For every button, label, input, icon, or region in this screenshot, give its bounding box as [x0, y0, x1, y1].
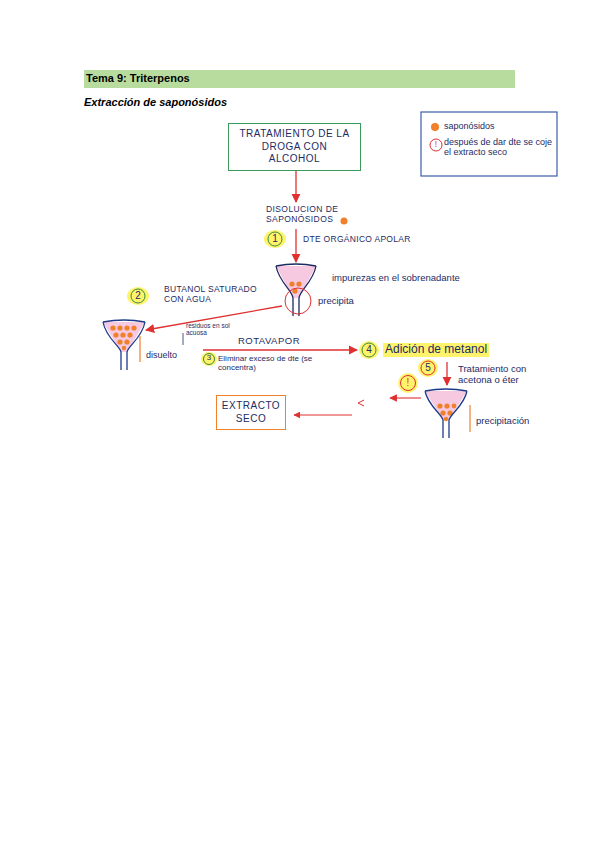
legend-text: saponósidos: [444, 121, 552, 131]
title-bar: Tema 9: Triterpenos: [84, 70, 515, 88]
title-text: Tema 9: Triterpenos: [84, 70, 515, 86]
flow-note: Eliminar exceso de dte (se concentra): [218, 354, 318, 372]
warning-mark: !: [401, 377, 415, 389]
flow-note: BUTANOL SATURADO CON AGUA: [164, 285, 274, 305]
legend-swatch: [431, 123, 439, 131]
flow-note: Tratamiento con acetona o éter: [458, 364, 550, 386]
box-text: EXTRACTO SECO: [222, 400, 280, 425]
annotation: precipita: [318, 296, 368, 307]
legend-text: después de dar dte se coje el extracto s…: [444, 137, 554, 158]
warning-mark: !: [431, 140, 441, 150]
annotation: impurezas en el sobrenadante: [332, 273, 512, 284]
flow-note: DISOLUCION DE SAPONÓSIDOS: [266, 205, 352, 225]
step-label: Adición de metanol: [383, 343, 489, 357]
annotation: residuos en sol acuosa: [186, 322, 248, 337]
callout-number: 5: [421, 362, 435, 374]
callout-number: 3: [203, 353, 215, 362]
annotation: disuelto: [146, 350, 194, 360]
callout-number: 2: [131, 290, 145, 302]
flow-note: ROTAVAPOR: [238, 336, 318, 347]
result-box: EXTRACTO SECO: [216, 395, 286, 430]
process-box: TRATAMIENTO DE LA DROGA CON ALCOHOL: [228, 123, 361, 171]
callout-number: 1: [268, 233, 282, 245]
annotation: precipitación: [476, 416, 556, 427]
callout-number: 4: [362, 344, 376, 356]
subtitle: Extracción de saponósidos: [84, 96, 304, 109]
flow-note: DTE ORGÁNICO APOLAR: [303, 235, 428, 245]
box-text: TRATAMIENTO DE LA DROGA CON ALCOHOL: [235, 128, 354, 166]
